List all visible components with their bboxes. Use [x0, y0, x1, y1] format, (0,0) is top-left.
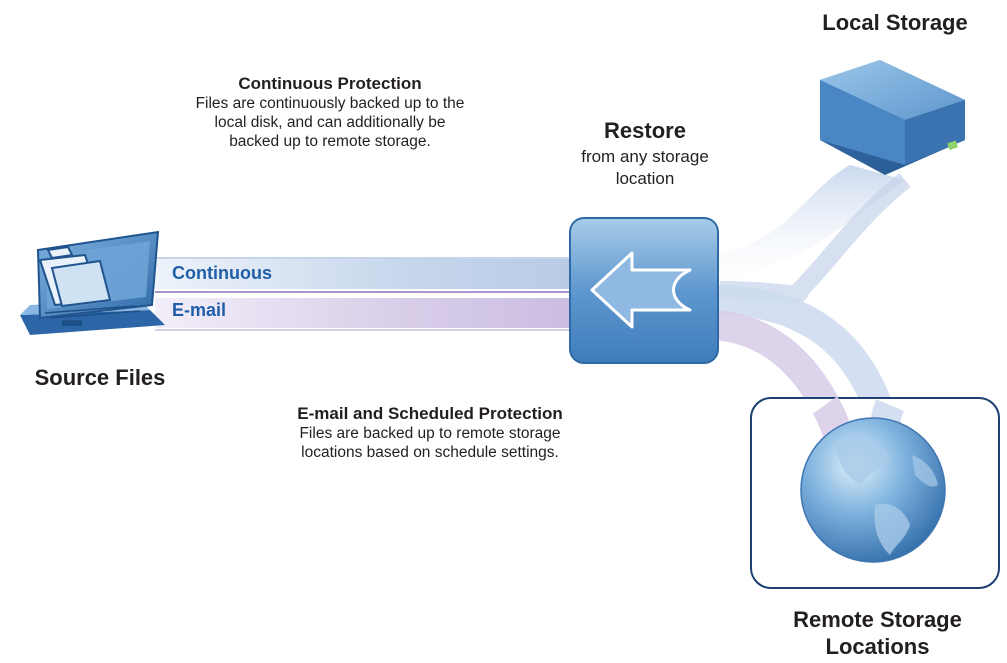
scheduled-protection-description: E-mail and Scheduled Protection Files ar… — [230, 404, 630, 462]
source-files-label: Source Files — [34, 365, 166, 390]
laptop-folder-icon — [20, 230, 165, 335]
email-channel-label: E-mail — [172, 300, 227, 320]
restore-line-2: location — [615, 169, 675, 188]
remote-storage-label-line-2: Locations — [825, 634, 930, 659]
flow-to-remote-storage-blue — [714, 285, 900, 434]
remote-storage-label: Remote Storage Locations — [760, 606, 995, 660]
continuous-protection-title: Continuous Protection — [238, 74, 422, 93]
remote-storage-label-line-1: Remote Storage — [793, 607, 962, 632]
continuous-protection-description: Continuous Protection Files are continuo… — [140, 74, 520, 151]
continuous-line-2: local disk, and can additionally be — [214, 114, 446, 131]
email-band — [155, 298, 575, 328]
globe-icon — [800, 417, 946, 563]
restore-description: Restore from any storage location — [540, 118, 750, 190]
flow-to-local-storage — [715, 165, 905, 285]
continuous-line-1: Files are continuously backed up to the — [195, 95, 465, 112]
continuous-line-3: backed up to remote storage. — [229, 133, 431, 150]
scheduled-line-2: locations based on schedule settings. — [301, 444, 559, 461]
scheduled-protection-title: E-mail and Scheduled Protection — [297, 404, 563, 423]
continuous-channel-label: Continuous — [172, 263, 272, 283]
restore-line-1: from any storage — [581, 147, 709, 166]
restore-title: Restore — [604, 118, 686, 143]
restore-arrow-icon — [569, 217, 719, 364]
local-storage-label: Local Storage — [822, 10, 968, 35]
storage-drive-icon — [820, 60, 965, 175]
scheduled-line-1: Files are backed up to remote storage — [299, 425, 561, 442]
continuous-band — [155, 259, 575, 289]
